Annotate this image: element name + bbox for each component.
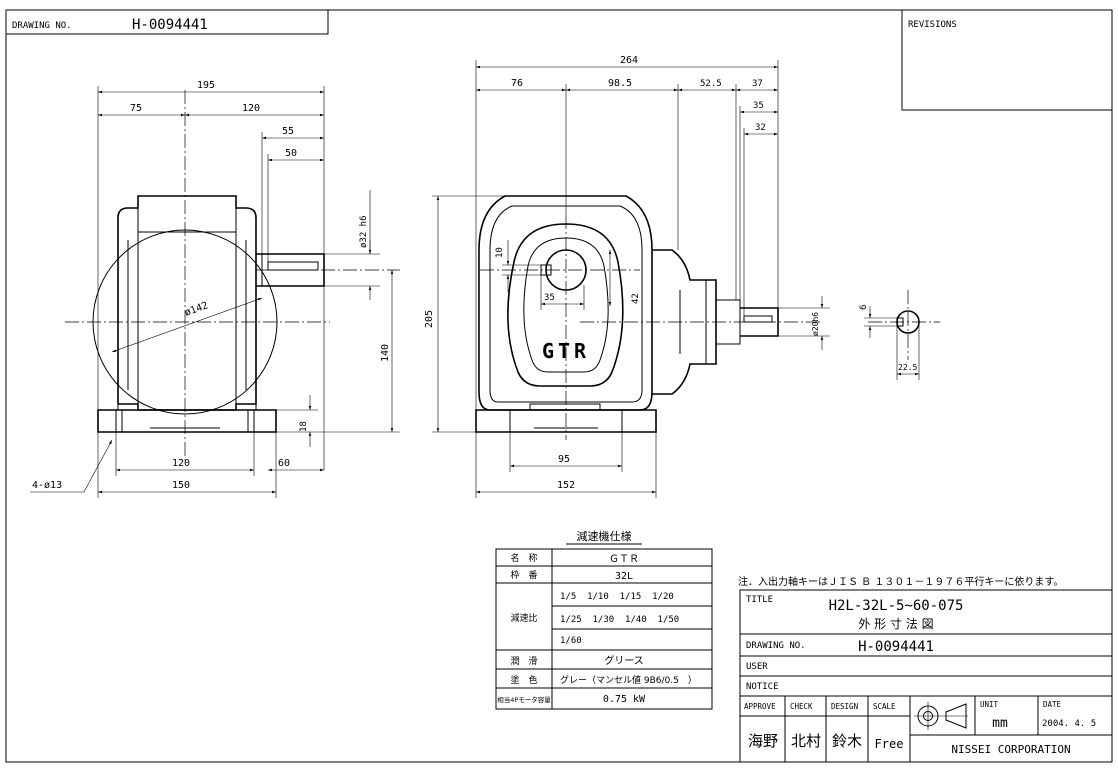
spec-label-lube: 潤 滑 <box>510 656 537 667</box>
dim-left-half: 75 <box>130 103 142 114</box>
header-drawing-no-label: DRAWING NO. <box>12 21 72 31</box>
approve-name: 海野 <box>748 732 778 750</box>
spec-label-name: 名 称 <box>510 552 537 564</box>
dim-bolt-holes: 4-ø13 <box>32 480 62 491</box>
spec-value-motor: 0.75 kW <box>603 694 646 705</box>
header-drawing-no-value: H-0094441 <box>132 17 208 33</box>
company-name: NISSEI CORPORATION <box>951 743 1070 756</box>
spec-ratio-line-1: 1/5 1/10 1/15 1/20 <box>560 592 674 602</box>
spec-label-paint: 塗 色 <box>510 674 537 686</box>
title-label: TITLE <box>746 595 773 605</box>
side-view: GTR <box>424 55 830 498</box>
dim-seg-37: 37 <box>752 79 763 89</box>
dim-shaft-dia: ø32 h6 <box>359 215 369 248</box>
front-foot <box>97 409 277 433</box>
spec-table-title: 減速機仕様 <box>577 529 632 543</box>
dim-seg-98-5: 98.5 <box>608 78 632 89</box>
design-name: 鈴木 <box>832 732 862 750</box>
revisions-label: REVISIONS <box>908 20 957 30</box>
design-label: DESIGN <box>831 702 858 711</box>
spec-label-ratio: 減速比 <box>510 612 537 624</box>
third-angle-projection-icon <box>914 702 968 730</box>
title-drawing-no-label: DRAWING NO. <box>746 641 806 651</box>
dim-key-depth: 22.5 <box>898 363 917 372</box>
dim-overall-length: 264 <box>620 55 638 66</box>
scale-value: Free <box>875 737 904 751</box>
output-flange <box>652 249 717 395</box>
housing-body <box>117 195 257 411</box>
approve-label: APPROVE <box>744 702 776 711</box>
dim-shaft-len-inner: 50 <box>285 148 297 159</box>
dim-bolt-pitch: 120 <box>172 458 190 469</box>
dim-seg-52-5: 52.5 <box>700 79 722 89</box>
front-view: 195 75 120 55 50 ø32 h6 ø142 140 18 120 … <box>30 80 400 498</box>
dim-hole-42: 42 <box>631 293 641 304</box>
side-output-shaft <box>740 307 779 337</box>
unit-value: mm <box>992 716 1008 731</box>
date-value: 2004. 4. 5 <box>1042 719 1096 729</box>
dim-shaft-len-outer: 55 <box>282 126 294 137</box>
spec-value-name: ＧＴＲ <box>609 554 639 565</box>
dim-foot-152: 152 <box>557 480 575 491</box>
spec-label-frame: 枠 番 <box>510 569 537 581</box>
revisions-box: REVISIONS <box>901 10 1112 111</box>
check-name: 北村 <box>791 732 821 750</box>
spec-value-paint: グレー（マンセル値 9B6/0.5 ） <box>560 674 697 686</box>
spec-label-motor: 相当4Pモータ容量 <box>497 695 551 704</box>
dim-overall-width: 195 <box>197 80 215 91</box>
dim-foot-width: 150 <box>172 480 190 491</box>
notice-label: NOTICE <box>746 682 779 692</box>
gtr-mark: GTR <box>542 339 590 363</box>
dim-body-dia: ø142 <box>183 300 209 319</box>
input-bore <box>545 249 587 291</box>
date-label: DATE <box>1043 700 1062 709</box>
dim-right-half: 120 <box>242 103 260 114</box>
spec-ratio-line-3: 1/60 <box>560 636 582 646</box>
spec-ratio-line-2: 1/25 1/30 1/40 1/50 <box>560 615 679 625</box>
unit-label: UNIT <box>980 700 999 709</box>
title-block: TITLE H2L-32L-5~60-075 外 形 寸 法 図 DRAWING… <box>739 589 1113 763</box>
dim-out-shaft-dia: ø20h6 <box>811 312 820 336</box>
scale-label: SCALE <box>873 702 896 711</box>
key-section: 6 22.5 <box>859 290 940 380</box>
dim-hole-35: 35 <box>544 293 555 303</box>
spec-value-lube: グリース <box>604 654 644 667</box>
title-line-1: H2L-32L-5~60-075 <box>829 598 964 614</box>
spec-table: 減速機仕様 名 称 ＧＴＲ 枠 番 32L 減速比 1/5 1/10 1/15 … <box>495 529 713 710</box>
dim-key-width: 6 <box>859 305 869 310</box>
dim-foot-95: 95 <box>558 454 570 465</box>
side-housing <box>478 195 653 411</box>
dim-foot-thickness: 18 <box>299 421 309 432</box>
title-drawing-no-value: H-0094441 <box>858 639 934 655</box>
side-cover <box>507 223 624 387</box>
dim-seg-32: 32 <box>755 123 766 133</box>
housing-circle <box>92 229 278 415</box>
dim-seg-35: 35 <box>753 101 764 111</box>
sheet-border <box>5 9 1113 763</box>
dim-height: 205 <box>424 310 435 328</box>
dim-key-10: 10 <box>495 247 505 258</box>
dim-center-height: 140 <box>380 344 391 362</box>
dim-seg-76: 76 <box>511 78 523 89</box>
jis-note: 注．入出力軸キーはＪＩＳ Ｂ １３０１－１９７６平行キーに依ります。 <box>738 575 1063 588</box>
spec-value-frame: 32L <box>615 571 633 582</box>
dim-foot-extra: 60 <box>278 458 290 469</box>
title-line-2: 外 形 寸 法 図 <box>858 617 933 631</box>
user-label: USER <box>746 662 768 672</box>
header-drawing-number: DRAWING NO. H-0094441 <box>6 10 329 35</box>
check-label: CHECK <box>790 702 813 711</box>
